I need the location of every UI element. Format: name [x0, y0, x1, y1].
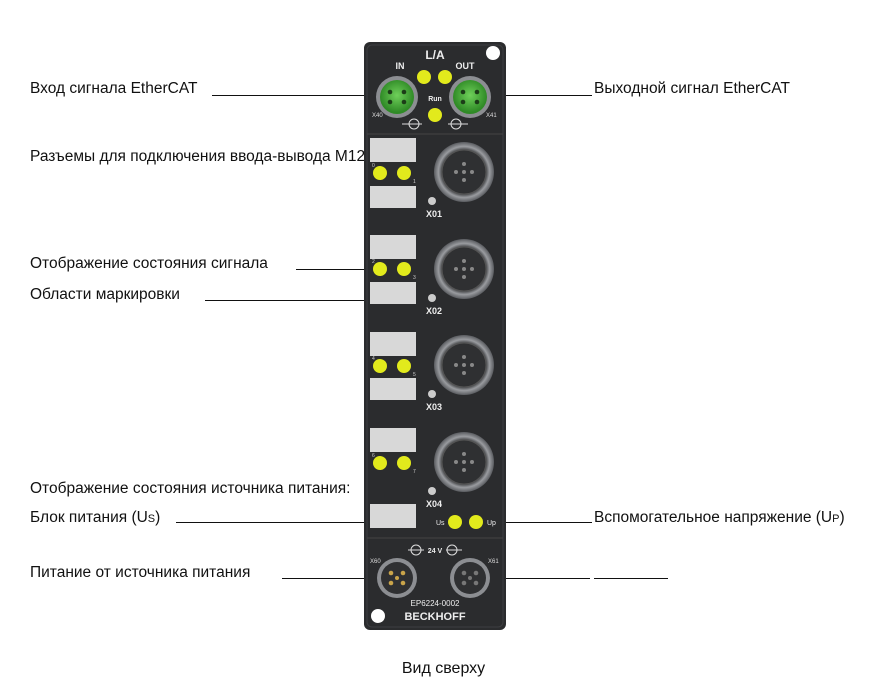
- signal-led: [397, 359, 411, 373]
- marking-field: [370, 186, 416, 208]
- signal-led: [397, 456, 411, 470]
- marking-field: [370, 428, 416, 452]
- signal-led: [373, 262, 387, 276]
- svg-text:3: 3: [413, 275, 416, 281]
- signal-led: [373, 359, 387, 373]
- svg-text:6: 6: [372, 453, 375, 459]
- brand-logo: BECKHOFF: [404, 611, 465, 623]
- marking-field: [370, 504, 416, 528]
- label-ethercat-out: Выходной сигнал EtherCAT: [594, 80, 791, 97]
- leader-us: [176, 522, 456, 524]
- leader-up: [480, 522, 592, 524]
- signal-led: [397, 166, 411, 180]
- ethercat-out-connector: [449, 76, 491, 118]
- la-in-led: [417, 70, 431, 84]
- marking-field: [370, 282, 416, 304]
- svg-text:2: 2: [372, 259, 375, 265]
- leader-ethercat-out: [486, 95, 592, 97]
- leader-signal-status: [296, 269, 376, 271]
- svg-text:X61: X61: [488, 559, 499, 565]
- label-power-status: Отображение состояния источника питания:: [30, 480, 351, 497]
- la-out-led: [438, 70, 452, 84]
- label-marking-areas: Области маркировки: [30, 286, 180, 303]
- label-power-feed: Питание от источника питания: [30, 564, 251, 581]
- svg-text:X60: X60: [370, 559, 381, 565]
- svg-text:X01: X01: [426, 209, 442, 219]
- svg-text:1: 1: [413, 179, 416, 185]
- svg-text:4: 4: [372, 356, 375, 362]
- io-group-3: 4 5 X03: [370, 332, 494, 412]
- svg-text:0: 0: [372, 163, 375, 169]
- svg-text:OUT: OUT: [456, 61, 476, 71]
- leader-blank: [594, 578, 668, 580]
- label-aux-voltage: Вспомогательное напряжение (UP): [594, 509, 845, 526]
- up-led: [469, 515, 483, 529]
- label-ethercat-in: Вход сигнала EtherCAT: [30, 80, 198, 97]
- svg-text:Up: Up: [487, 520, 496, 527]
- leader-marking: [205, 300, 385, 302]
- marking-field: [370, 138, 416, 162]
- leader-ethercat-in: [212, 95, 382, 97]
- caption: Вид сверху: [401, 660, 486, 677]
- svg-text:X03: X03: [426, 402, 442, 412]
- svg-text:X40: X40: [372, 113, 383, 119]
- signal-led: [373, 166, 387, 180]
- ep6224-device: L/A IN OUT X40 X41 Run 0 1 X01: [364, 42, 506, 630]
- svg-text:24 V: 24 V: [428, 548, 443, 555]
- power-out-connector-x61: [450, 558, 490, 598]
- marking-field: [370, 235, 416, 259]
- label-signal-status: Отображение состояния сигнала: [30, 255, 268, 272]
- svg-text:7: 7: [413, 469, 416, 475]
- ethercat-in-connector: [376, 76, 418, 118]
- marking-field: [370, 332, 416, 356]
- signal-led: [397, 262, 411, 276]
- leader-x61: [492, 578, 590, 580]
- io-group-2: 2 3 X02: [370, 235, 494, 316]
- marking-field: [370, 378, 416, 400]
- mounting-hole-bottom: [371, 609, 385, 623]
- mounting-hole-top: [486, 46, 500, 60]
- svg-text:Us: Us: [436, 520, 445, 527]
- label-m12-connectors: Разъемы для подключения ввода-вывода M12: [30, 148, 368, 166]
- signal-led: [373, 456, 387, 470]
- run-led: [428, 108, 442, 122]
- io-group-4: 6 7 X04: [370, 428, 494, 528]
- io-group-1: 0 1 X01: [370, 138, 494, 219]
- svg-text:X02: X02: [426, 306, 442, 316]
- power-in-connector-x60: [377, 558, 417, 598]
- label-power-supply: Блок питания (US): [30, 509, 161, 526]
- us-led: [448, 515, 462, 529]
- svg-text:X41: X41: [486, 113, 497, 119]
- svg-text:5: 5: [413, 372, 416, 378]
- la-label: L/A: [425, 48, 445, 62]
- svg-text:X04: X04: [426, 499, 442, 509]
- leader-power-feed: [282, 578, 402, 580]
- model-text: EP6224-0002: [411, 599, 460, 608]
- svg-text:IN: IN: [396, 61, 405, 71]
- svg-text:Run: Run: [428, 96, 442, 103]
